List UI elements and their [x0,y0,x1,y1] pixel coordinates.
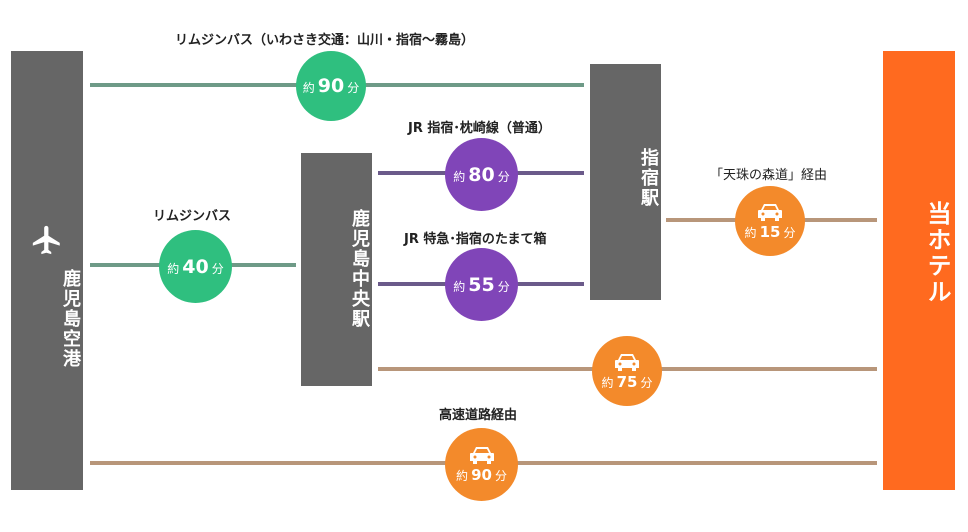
airport-label: 鹿児島空港 [60,269,81,369]
car-icon [615,353,639,371]
ibusuki-station-bar: 指宿駅 [590,64,661,300]
chuo-station-label: 鹿児島中央駅 [349,209,370,329]
bus-mid-label: リムジンバス [153,209,232,224]
airport-bar: 鹿児島空港 [11,51,83,490]
jr-express-label: JR 特急･指宿のたまて箱 [404,232,547,247]
car-highway-label: 高速道路経由 [439,408,518,423]
bus-top-label: リムジンバス（いわさき交通：山川・指宿〜霧島） [175,33,475,48]
car-icon [469,447,494,464]
hotel-bar: 当ホテル [883,51,955,490]
ibusuki-station-label: 指宿駅 [638,148,659,208]
car-forest-label: 「天珠の森道」経由 [710,168,828,183]
hotel-label: 当ホテル [923,201,951,305]
jr-local-label: JR 指宿･枕崎線（普通） [408,121,551,136]
car-icon [758,203,782,221]
airplane-icon [32,225,60,255]
chuo-station-bar: 鹿児島中央駅 [301,153,372,386]
